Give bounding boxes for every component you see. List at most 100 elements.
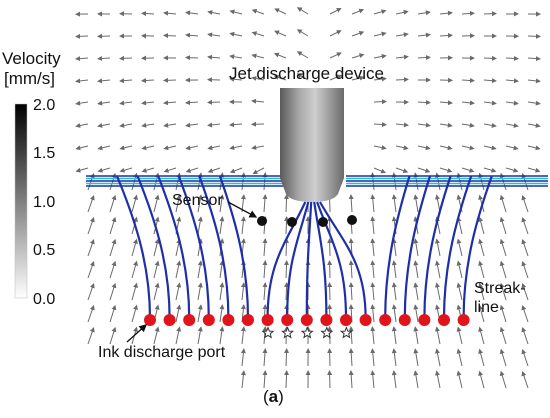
velocity-arrow <box>348 282 354 301</box>
velocity-arrow <box>439 122 453 128</box>
velocity-arrow <box>185 55 199 61</box>
velocity-arrow <box>119 167 133 173</box>
velocity-arrow <box>75 100 89 106</box>
velocity-arrow <box>373 76 387 82</box>
streakline <box>136 175 171 319</box>
velocity-arrow <box>119 55 133 61</box>
streakline <box>384 175 411 319</box>
legend-tick-label: 0.5 <box>33 242 55 259</box>
streakline <box>177 175 210 319</box>
velocity-arrow <box>197 216 203 235</box>
velocity-arrow <box>75 145 89 151</box>
velocity-arrow <box>461 145 475 151</box>
velocity-arrow <box>284 216 290 235</box>
velocity-arrow <box>521 194 529 213</box>
velocity-arrow <box>262 238 268 257</box>
velocity-arrow <box>521 282 529 301</box>
velocity-arrow <box>413 260 419 279</box>
star-marker <box>261 326 275 339</box>
velocity-arrow <box>413 326 419 345</box>
velocity-arrow <box>348 348 354 367</box>
velocity-arrow <box>240 282 246 301</box>
velocity-arrow <box>262 194 268 213</box>
velocity-arrow <box>395 145 409 151</box>
ink-port <box>144 314 156 326</box>
velocity-arrow <box>499 370 507 389</box>
velocity-arrow <box>499 260 507 279</box>
velocity-arrow <box>153 282 160 301</box>
velocity-arrow <box>229 122 243 128</box>
velocity-arrow <box>87 195 95 213</box>
velocity-arrow <box>478 282 485 301</box>
velocity-arrow <box>185 10 199 16</box>
velocity-arrow <box>413 348 419 367</box>
velocity-arrow <box>521 370 529 389</box>
velocity-arrow <box>434 260 441 279</box>
velocity-arrow <box>229 76 243 82</box>
velocity-arrow <box>527 100 541 106</box>
velocity-vector-field <box>75 7 541 389</box>
velocity-arrow <box>262 348 268 367</box>
velocity-arrow <box>370 282 376 301</box>
caption-close: ) <box>278 387 284 406</box>
velocity-arrow <box>153 238 160 257</box>
velocity-arrow <box>527 145 541 151</box>
velocity-arrow <box>251 145 265 150</box>
velocity-arrow <box>461 77 475 83</box>
ink-port <box>457 314 470 326</box>
velocity-arrow <box>109 326 117 345</box>
velocity-arrow <box>109 260 117 279</box>
legend-title-line1: Velocity <box>2 49 61 68</box>
sensor-dot <box>287 217 297 227</box>
streakline <box>198 175 230 319</box>
ink-port <box>242 314 254 326</box>
streakline-label-2: line <box>474 299 499 316</box>
velocity-arrow <box>97 78 111 84</box>
velocity-arrow <box>391 370 397 389</box>
velocity-arrow <box>207 32 221 38</box>
velocity-arrow <box>351 8 365 15</box>
velocity-arrow <box>219 194 225 213</box>
velocity-arrow <box>461 122 475 128</box>
velocity-arrow <box>417 32 431 38</box>
ink-discharge-ports <box>144 314 470 326</box>
streakline <box>403 175 432 319</box>
device-label: Jet discharge device <box>229 64 384 83</box>
velocity-arrow <box>97 123 111 128</box>
velocity-arrow <box>274 8 287 15</box>
velocity-arrow <box>251 8 265 15</box>
velocity-arrow <box>456 370 463 389</box>
legend-tick-label: 1.0 <box>33 194 55 211</box>
ink-port <box>359 314 372 326</box>
velocity-arrow <box>109 304 117 323</box>
velocity-arrow <box>185 167 199 173</box>
velocity-arrow <box>391 194 397 213</box>
velocity-arrow <box>373 122 387 128</box>
star-marker <box>300 326 314 339</box>
velocity-arrow <box>439 145 453 151</box>
velocity-arrow <box>109 216 117 235</box>
velocity-arrow <box>75 56 89 62</box>
velocity-arrow <box>348 194 354 213</box>
velocity-arrow <box>185 122 199 128</box>
velocity-arrow <box>219 260 225 279</box>
velocity-arrow <box>413 304 419 323</box>
velocity-legend: Velocity [mm/s] 2.0 1.5 1.0 0.5 0.0 <box>2 49 61 308</box>
velocity-arrow <box>521 304 529 323</box>
velocity-arrow <box>219 304 225 323</box>
streakline <box>266 201 307 319</box>
ink-port-pointer-arrow <box>126 324 147 343</box>
velocity-arrow <box>370 260 376 279</box>
velocity-arrow <box>153 260 160 279</box>
velocity-arrow <box>434 282 441 301</box>
velocity-arrow <box>417 55 431 61</box>
velocity-arrow <box>284 348 290 367</box>
velocity-arrow <box>207 10 221 15</box>
velocity-arrow <box>483 122 497 128</box>
velocity-arrow <box>296 7 309 15</box>
velocity-arrow <box>175 282 182 301</box>
velocity-arrow <box>163 167 177 173</box>
velocity-arrow <box>521 348 529 367</box>
velocity-arrow <box>478 260 485 279</box>
